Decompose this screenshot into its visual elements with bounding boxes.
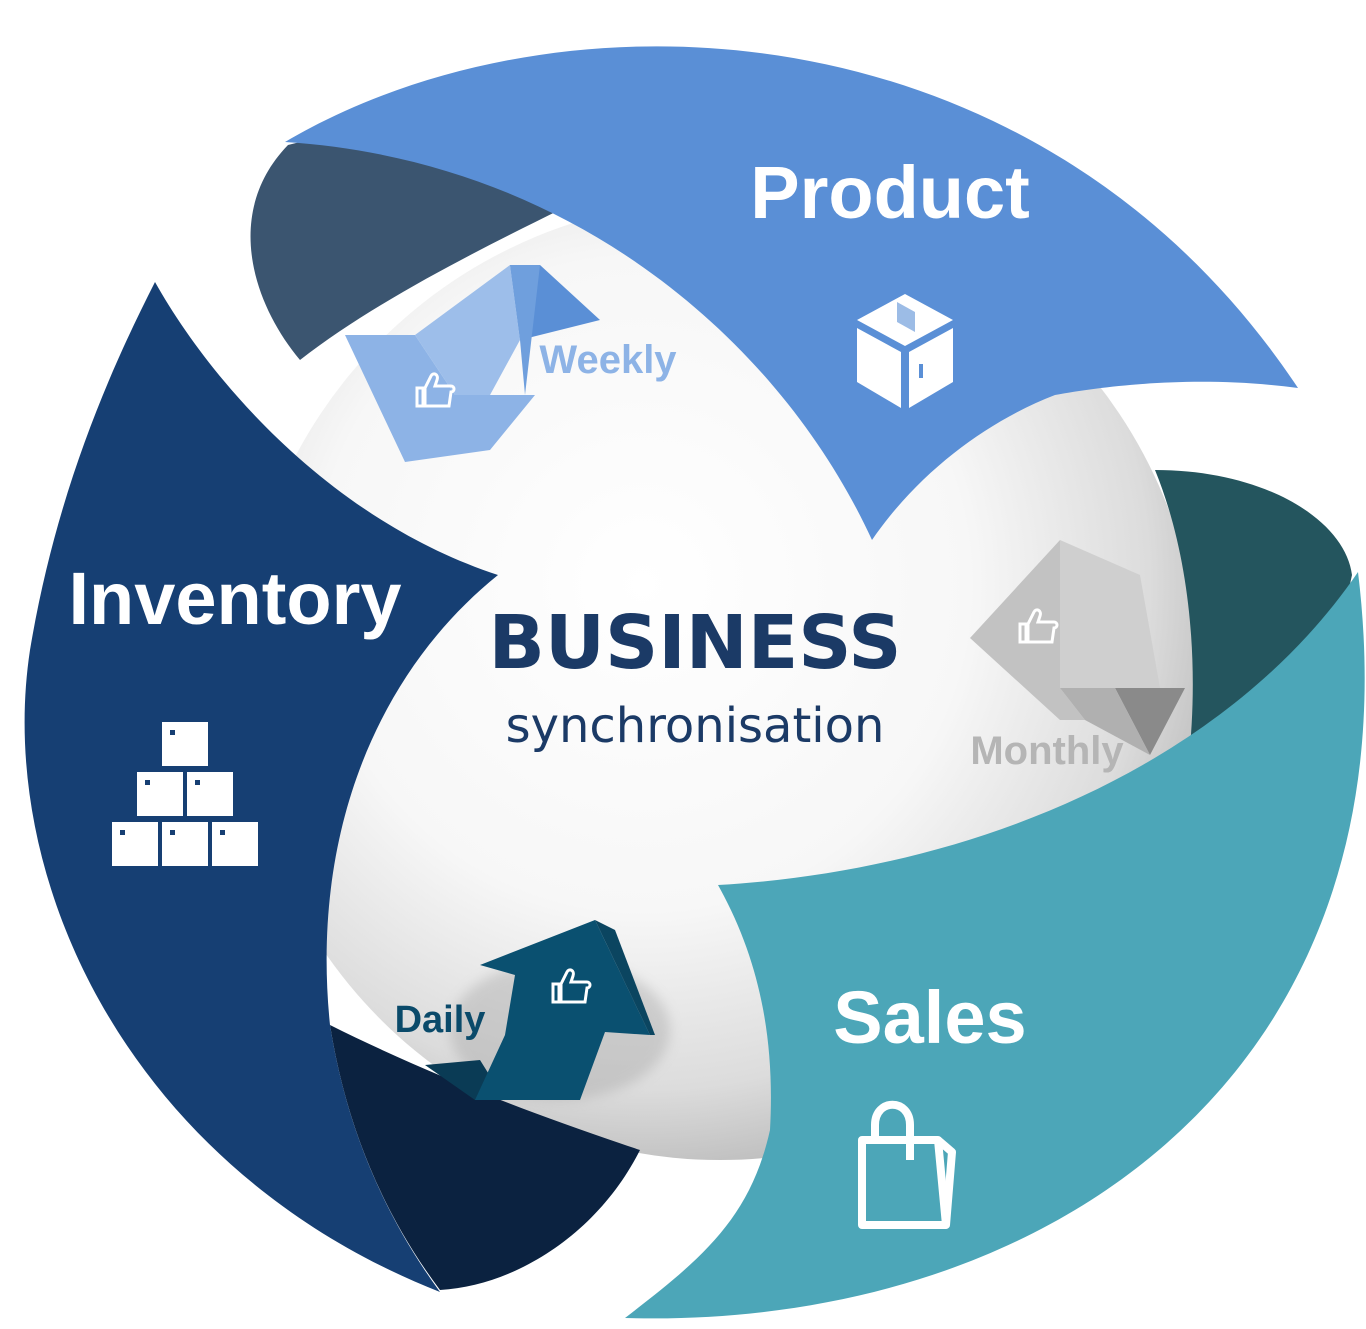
product-segment <box>285 46 1298 540</box>
weekly-arrow <box>345 265 600 462</box>
daily-label: Daily <box>395 999 486 1041</box>
daily-thumbs-up-icon <box>551 968 592 1004</box>
stacked-boxes-icon <box>112 722 258 866</box>
inventory-fold <box>330 1025 640 1290</box>
product-label: Product <box>750 151 1030 234</box>
weekly-thumbs-up-icon <box>415 372 456 408</box>
inventory-segment <box>24 282 498 1292</box>
shopping-bag-icon <box>858 1100 956 1229</box>
monthly-thumbs-up-icon <box>1018 608 1059 644</box>
weekly-label: Weekly <box>539 338 677 382</box>
inventory-label: Inventory <box>68 557 401 640</box>
sales-segment <box>625 572 1365 1319</box>
center-title: BUSINESS <box>488 600 901 686</box>
box-icon <box>857 294 953 408</box>
sales-label: Sales <box>833 976 1026 1059</box>
daily-arrow <box>425 920 670 1100</box>
center-subtitle: synchronisation <box>506 698 885 754</box>
monthly-label: Monthly <box>970 729 1124 773</box>
